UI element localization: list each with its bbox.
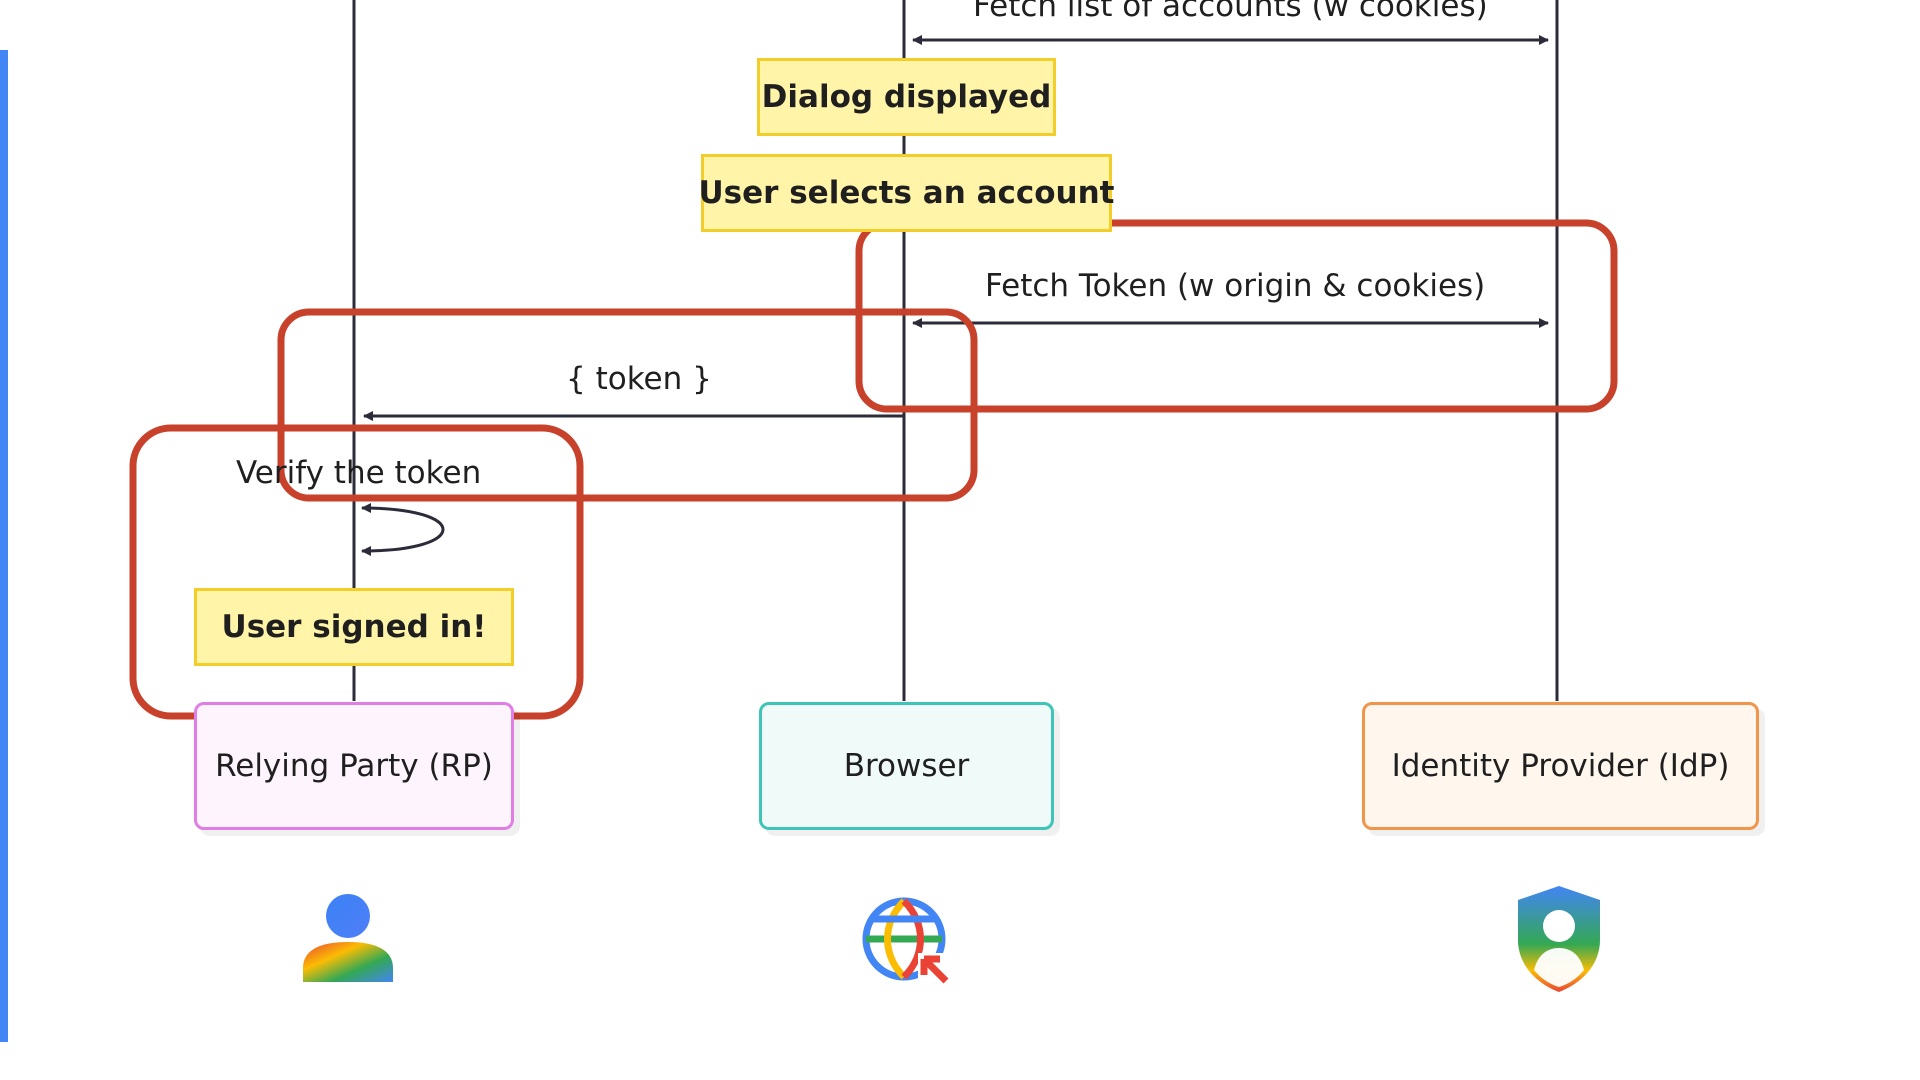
label-token: { token } xyxy=(566,361,712,397)
note-user-signed-in: User signed in! xyxy=(194,588,514,666)
globe-cursor-icon xyxy=(862,897,954,989)
shield-person-icon xyxy=(1518,886,1600,992)
person-icon xyxy=(303,894,393,982)
accent-bar xyxy=(0,50,8,1042)
highlight-token xyxy=(277,308,978,502)
arrow-verify-self xyxy=(361,503,445,556)
actor-relying-party: Relying Party (RP) xyxy=(194,702,514,830)
note-dialog-displayed: Dialog displayed xyxy=(757,58,1056,136)
note-user-selects-account: User selects an account xyxy=(699,154,1115,232)
highlight-fetch-token xyxy=(855,219,1618,413)
label-fetch-accounts: Fetch list of accounts (w cookies) xyxy=(973,0,1488,24)
label-verify: Verify the token xyxy=(236,455,482,491)
label-fetch-token: Fetch Token (w origin & cookies) xyxy=(985,268,1486,304)
actor-identity-provider: Identity Provider (IdP) xyxy=(1362,702,1759,830)
actor-browser: Browser xyxy=(759,702,1054,830)
